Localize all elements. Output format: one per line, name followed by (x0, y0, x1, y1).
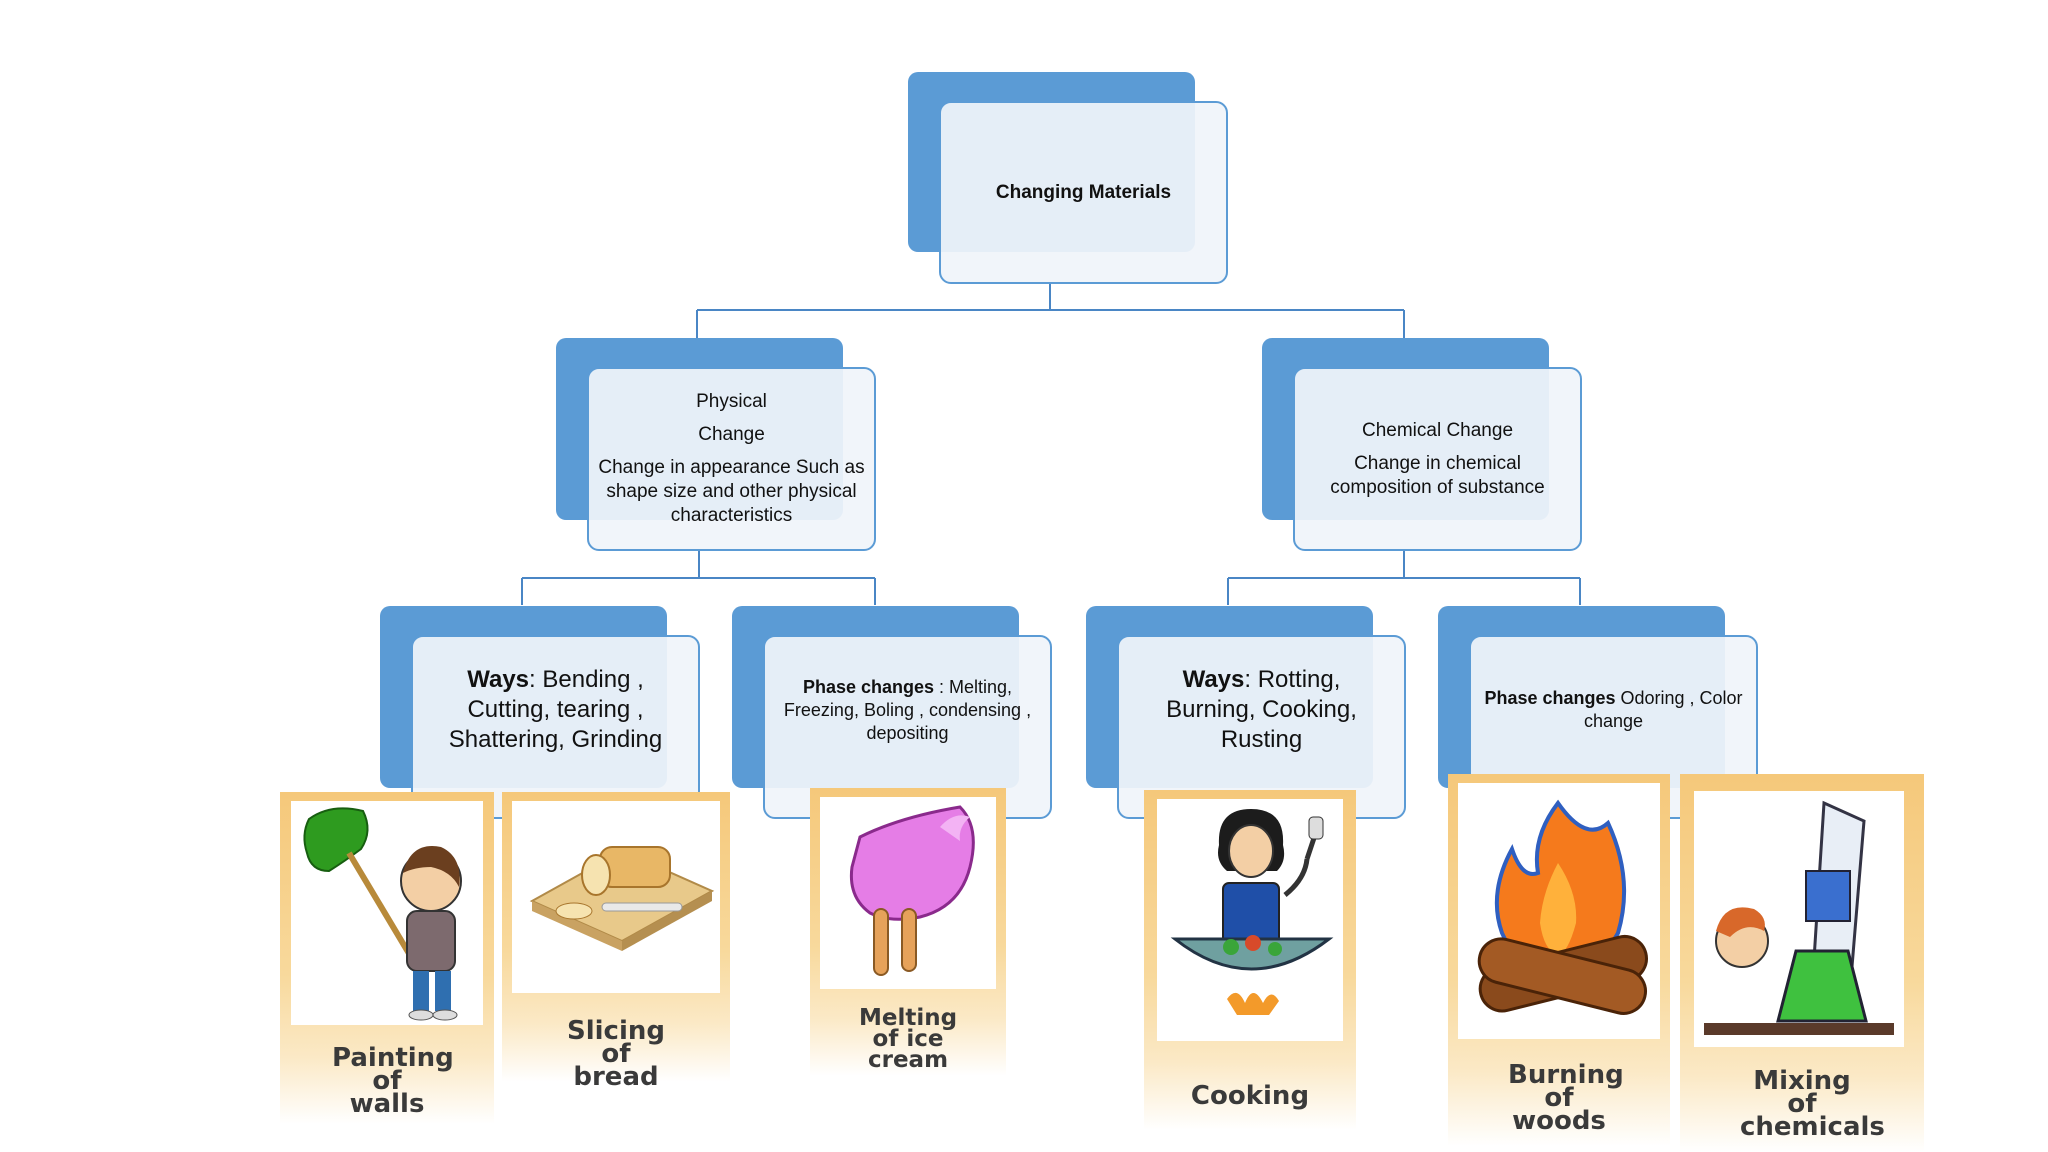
mixing-chemicals-illustration (1704, 800, 1894, 1035)
caption-mixing-chemicals: Mixing of chemicals (1740, 1066, 1885, 1142)
chemical-ways-text: : Rotting, Burning, Cooking, Rusting (1166, 666, 1357, 753)
card-slicing-bread: Slicing of bread (502, 792, 730, 1090)
card-cooking: Cooking (1144, 790, 1356, 1130)
card-melting-ice-cream: Melting of ice cream (810, 788, 1006, 1076)
physical-phase-node: Phase changes : Melting, Freezing, Bolin… (732, 606, 1052, 819)
physical-phase-label: Phase changes (802, 676, 935, 697)
painting-walls-illustration (303, 807, 462, 1021)
root-title: Changing Materials (995, 181, 1172, 203)
slicing-bread-illustration (529, 846, 715, 951)
physical-ways-label: Ways (467, 666, 530, 693)
caption-melting-ice-cream: Melting of ice cream (858, 1005, 958, 1073)
melting-ice-cream-illustration (849, 805, 975, 976)
cooking-illustration (1170, 809, 1334, 1015)
chemical-ways-node: Ways: Rotting, Burning, Cooking, Rusting (1086, 606, 1406, 819)
caption-cooking: Cooking (1190, 1081, 1310, 1111)
caption-burning-woods: Burning of woods (1508, 1060, 1624, 1136)
chemical-line1: Chemical Change (1361, 419, 1514, 441)
physical-change-node: Physical Change Change in appearance Suc… (556, 338, 876, 551)
chemical-change-node: Chemical Change Change in chemical compo… (1262, 338, 1582, 551)
caption-painting-walls: Painting of walls (332, 1043, 454, 1119)
physical-line1: Physical (696, 391, 767, 412)
chemical-ways-label: Ways (1182, 666, 1245, 693)
physical-desc: Change in appearance Such as shape size … (598, 457, 865, 526)
chemical-phase-text: Odoring , Color change (1583, 688, 1743, 731)
burning-woods-illustration (1477, 799, 1648, 1015)
card-burning-woods: Burning of woods (1448, 774, 1670, 1146)
physical-line2: Change (698, 424, 765, 445)
chemical-phase-label: Phase changes (1484, 688, 1616, 708)
physical-ways-node: Ways: Bending , Cutting, tearing , Shatt… (380, 606, 700, 819)
chemical-desc: Change in chemical composition of substa… (1330, 452, 1545, 498)
physical-phase-text: : Melting, Freezing, Boling , condensing… (783, 676, 1032, 743)
card-mixing-chemicals: Mixing of chemicals (1680, 774, 1924, 1152)
caption-slicing-bread: Slicing of bread (567, 1016, 665, 1092)
physical-ways-text: : Bending , Cutting, tearing , Shatterin… (448, 666, 663, 753)
root-node: Changing Materials (908, 72, 1228, 284)
card-painting-walls: Painting of walls (280, 792, 494, 1124)
